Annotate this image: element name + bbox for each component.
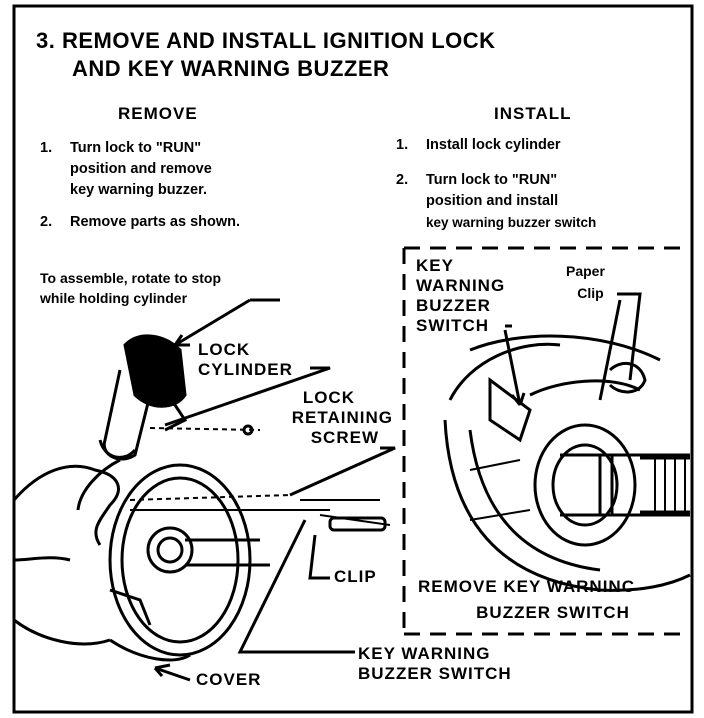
install-step-2-line-3: key warning buzzer switch [426,215,597,230]
outer-border [12,4,694,714]
inset-caption: REMOVE KEY WARNINC BUZZER SWITCH [418,574,688,626]
inset-column-drawing [443,299,691,592]
inset-caption-line1: REMOVE KEY WARNINC [418,577,635,596]
install-step-1-number: 1. [396,137,409,153]
paper-clip-label-line1: Paper [566,263,605,279]
inset-switch-label-line3: BUZZER [416,296,491,315]
remove-step-1-line-3: key warning buzzer. [70,182,207,198]
clip-label: CLIP [334,567,377,586]
remove-step-1-line-2: position and remove [70,161,212,177]
inset-switch-label-line4: SWITCH [416,316,490,335]
assembly-note-line1: To assemble, rotate to stop [40,270,221,286]
install-step-2-line-1: Turn lock to "RUN" [426,172,558,188]
install-heading: INSTALL [494,104,572,123]
remove-step-1-line-1: Turn lock to "RUN" [70,140,202,156]
lock-retaining-screw-label-line2: RETAINING [291,408,393,427]
inset-switch-label-line2: WARNING [416,276,506,295]
key-warning-buzzer-switch-label: KEY WARNING BUZZER SWITCH [358,644,512,684]
cover-label: COVER [196,670,262,689]
page-title-line2: AND KEY WARNING BUZZER [72,56,390,81]
inset-switch-label-line1: KEY [416,256,454,275]
lock-cylinder-label-line2: CYLINDER [198,360,293,379]
lock-retaining-screw-label-line3: SCREW [310,428,379,447]
install-step-2-line-2: position and install [426,193,559,209]
install-step-1-line-1: Install lock cylinder [426,137,561,153]
inset-switch-label: KEY WARNING BUZZER SWITCH [416,256,505,336]
assembly-note-line2: while holding cylinder [40,290,188,306]
inset-dashed-box [402,246,690,636]
paper-clip-label-line2: Clip [577,285,604,301]
hand-and-cover-drawing [12,458,391,662]
install-step-2-number: 2. [396,172,409,188]
inset-leaders [505,292,642,381]
lock-cylinder-label-line1: LOCK [198,340,251,359]
paper-clip-label: Paper Clip [566,260,605,304]
lock-cylinder-drawing [98,334,261,461]
key-warning-buzzer-switch-label-line2: BUZZER SWITCH [358,664,512,683]
remove-heading: REMOVE [118,104,198,123]
main-leaders [153,298,396,682]
remove-step-1-number: 1. [40,140,53,156]
lock-retaining-screw-label: LOCK RETAINING SCREW [268,388,393,448]
key-warning-buzzer-switch-label-line1: KEY WARNING [358,644,491,663]
page-title-line1: 3. REMOVE AND INSTALL IGNITION LOCK [36,28,496,53]
lock-cylinder-label: LOCK CYLINDER [198,340,293,380]
remove-step-2-line-1: Remove parts as shown. [70,214,241,230]
lock-retaining-screw-label-line1: LOCK [302,388,355,407]
remove-step-2-number: 2. [40,214,53,230]
inset-caption-line2: BUZZER SWITCH [476,603,630,622]
